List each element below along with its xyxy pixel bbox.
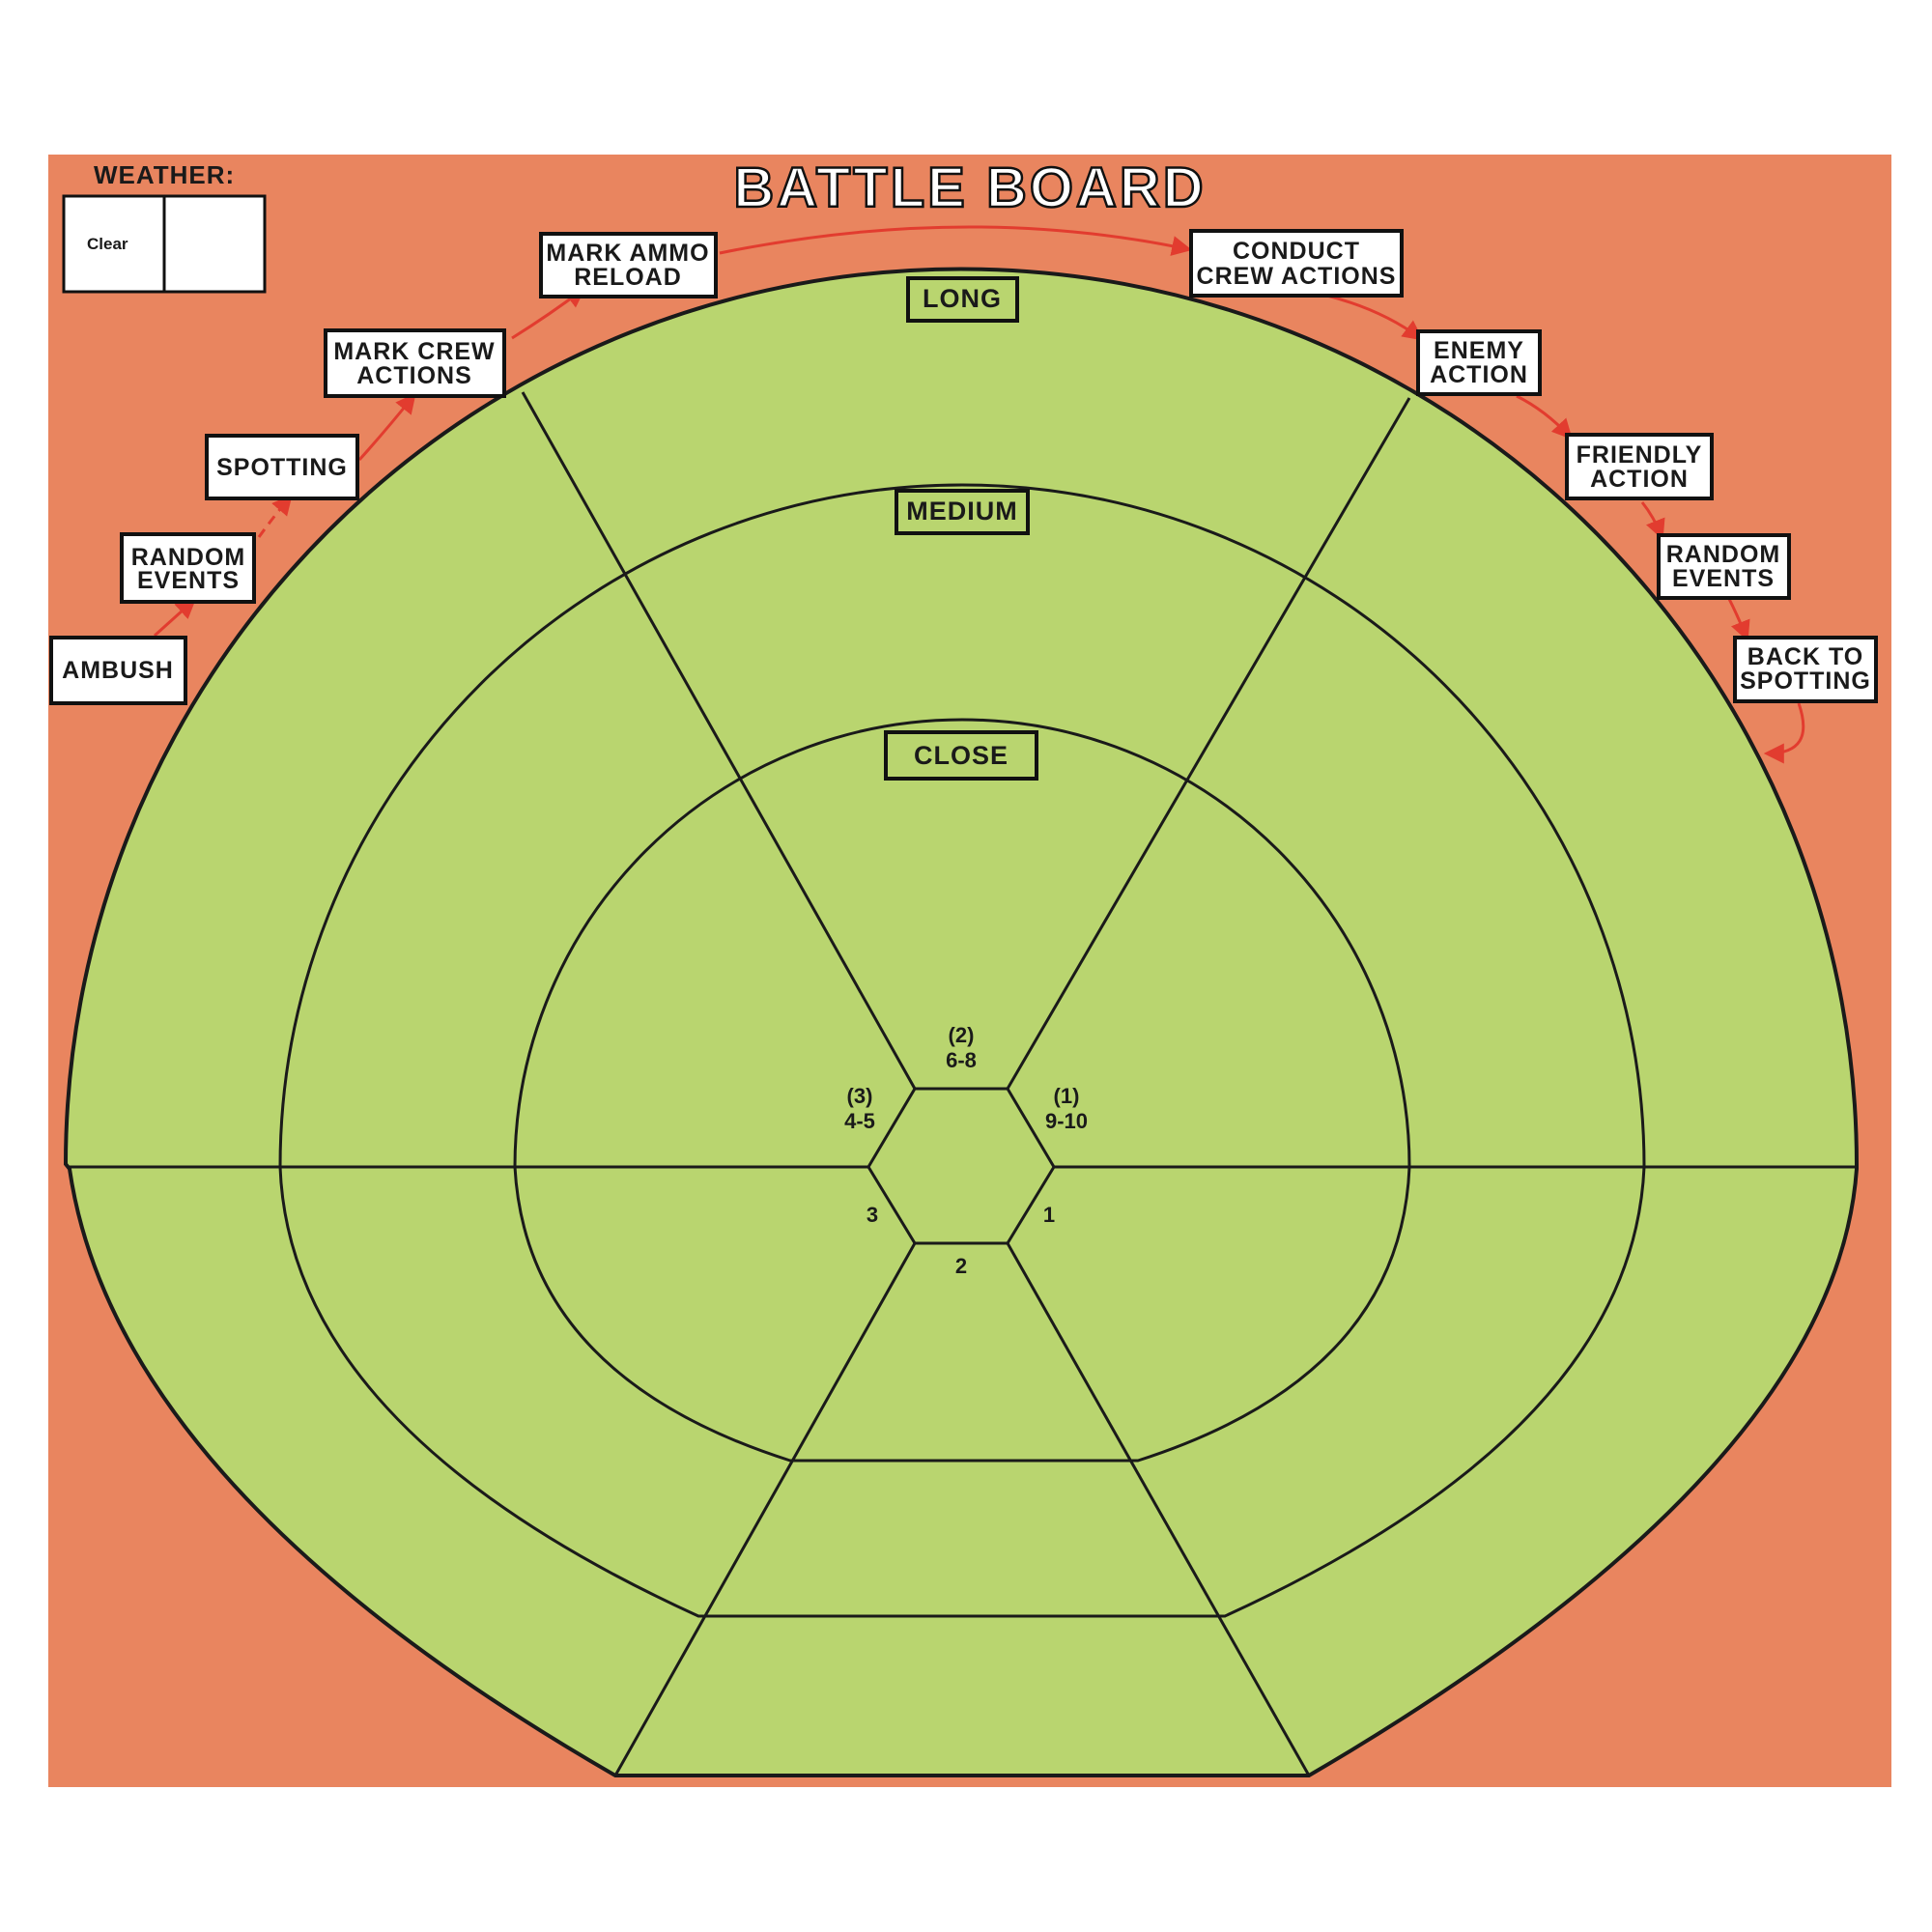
phase-enemy-action-line1: ENEMY [1434, 337, 1524, 364]
phase-back-to-spotting[interactable]: BACK TO SPOTTING [1733, 636, 1878, 703]
arrow-ambush-to-random [153, 598, 197, 638]
range-label-close-text: CLOSE [914, 741, 1009, 770]
phase-friendly-action-line1: FRIENDLY [1577, 441, 1703, 469]
radial-upper-left [521, 391, 917, 1090]
phase-spotting-label: SPOTTING [216, 454, 348, 481]
arrow-conduct-to-enemy [1322, 293, 1424, 341]
sector-3-upper-number: (3) [847, 1084, 873, 1108]
sector-1-lower: 1 [1043, 1203, 1055, 1227]
range-label-medium-text: MEDIUM [906, 497, 1018, 526]
medium-range-zone [278, 483, 1646, 1618]
phase-mark-crew-actions-line1: MARK CREW [333, 338, 495, 365]
phase-random-events-left-line2: EVENTS [137, 567, 240, 594]
radial-upper-right [1006, 397, 1411, 1090]
arrow-friendly-to-random [1640, 501, 1665, 540]
phase-random-events-right-line1: RANDOM [1666, 541, 1781, 568]
range-label-long: LONG [906, 276, 1019, 323]
arrow-markammo-to-conduct [719, 225, 1193, 256]
radial-lower-left [613, 1242, 917, 1776]
sector-2-upper-number: (2) [949, 1023, 975, 1047]
phase-conduct-crew-actions-line2: CREW ACTIONS [1197, 263, 1397, 290]
page-title: BATTLE BOARD [733, 156, 1206, 219]
range-label-long-text: LONG [923, 284, 1002, 313]
weather-value: Clear [87, 235, 128, 253]
sector-1-upper-roll: 9-10 [1045, 1109, 1088, 1133]
arrow-back-to-spotting [1763, 702, 1805, 764]
phase-back-to-spotting-line1: BACK TO [1747, 643, 1863, 670]
sector-2-lower: 2 [955, 1254, 967, 1278]
long-range-zone [63, 267, 1859, 1777]
phase-random-events-left-line1: RANDOM [131, 544, 246, 571]
phase-friendly-action-line2: ACTION [1590, 466, 1689, 493]
phase-random-events-right[interactable]: RANDOM EVENTS [1657, 533, 1791, 600]
phase-random-events-left[interactable]: RANDOM EVENTS [120, 532, 256, 604]
phase-conduct-crew-actions-line1: CONDUCT [1233, 238, 1360, 265]
phase-conduct-crew-actions[interactable]: CONDUCT CREW ACTIONS [1189, 229, 1404, 298]
radial-lower-right [1006, 1242, 1311, 1776]
phase-random-events-right-line2: EVENTS [1672, 565, 1775, 592]
phase-enemy-action-line2: ACTION [1430, 361, 1528, 388]
sector-3-lower: 3 [867, 1203, 878, 1227]
phase-ambush-label: AMBUSH [62, 657, 174, 684]
arrow-random-to-spotting [257, 494, 293, 538]
phase-mark-crew-actions-line2: ACTIONS [356, 362, 472, 389]
range-label-close: CLOSE [884, 730, 1038, 781]
arrow-random-to-back [1727, 598, 1750, 641]
phase-back-to-spotting-line2: SPOTTING [1740, 668, 1871, 695]
phase-ambush[interactable]: AMBUSH [49, 636, 187, 705]
phase-mark-ammo-reload-line2: RELOAD [574, 264, 682, 291]
arrow-spotting-to-markcrew [357, 392, 416, 462]
phase-mark-crew-actions[interactable]: MARK CREW ACTIONS [324, 328, 506, 398]
phase-spotting[interactable]: SPOTTING [205, 434, 359, 500]
sector-2-upper-roll: 6-8 [946, 1048, 977, 1072]
arrow-enemy-to-friendly [1516, 394, 1573, 440]
phase-enemy-action[interactable]: ENEMY ACTION [1416, 329, 1542, 396]
sector-1-upper-number: (1) [1054, 1084, 1080, 1108]
phase-mark-ammo-reload-line1: MARK AMMO [546, 240, 709, 267]
weather-label: WEATHER: [94, 160, 235, 189]
phase-friendly-action[interactable]: FRIENDLY ACTION [1565, 433, 1714, 500]
range-label-medium: MEDIUM [895, 489, 1030, 535]
phase-mark-ammo-reload[interactable]: MARK AMMO RELOAD [539, 232, 718, 298]
sector-3-upper-roll: 4-5 [844, 1109, 875, 1133]
close-range-zone [513, 718, 1411, 1463]
weather-box-2[interactable] [162, 194, 267, 294]
